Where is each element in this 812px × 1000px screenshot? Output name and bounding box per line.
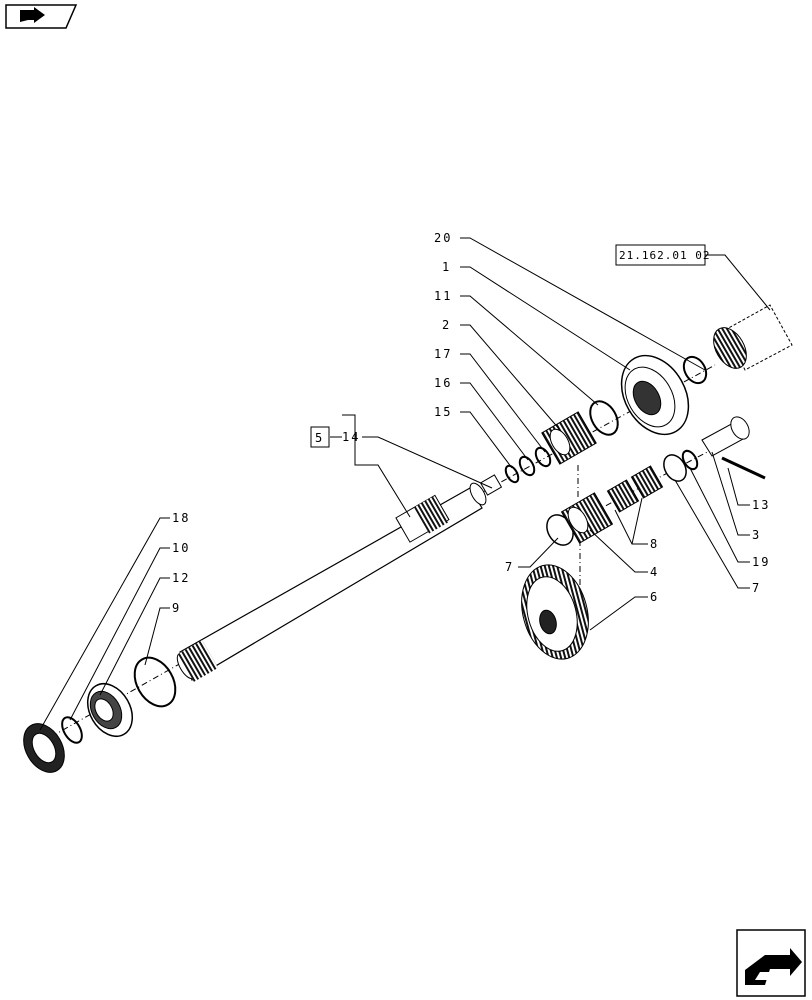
label-2: 2	[442, 318, 451, 332]
circlip-20	[682, 355, 708, 385]
synchronizer-1	[620, 354, 690, 436]
leader-6	[589, 596, 648, 631]
gear-6	[521, 564, 589, 660]
label-3: 3	[752, 528, 761, 542]
label-16: 16	[434, 376, 452, 390]
leader-17	[460, 353, 546, 453]
callout-box-5	[310, 426, 330, 448]
washer-17	[534, 446, 552, 468]
gear-4	[560, 492, 614, 544]
bolt-13	[721, 456, 766, 480]
label-11: 11	[434, 289, 452, 303]
leader-2	[460, 324, 561, 431]
thrust-washer-7b	[663, 454, 687, 482]
label-13: 13	[752, 498, 770, 512]
needle-bearing-8	[606, 465, 664, 513]
leader-5-bracket	[342, 414, 411, 518]
label-7b: 7	[752, 581, 761, 595]
leader-12	[99, 577, 170, 696]
leader-7a	[518, 537, 559, 568]
circlip-16	[518, 455, 536, 477]
leader-14	[362, 436, 493, 489]
spacer-15	[504, 464, 520, 484]
label-7a: 7	[505, 560, 514, 574]
leader-3	[711, 451, 750, 536]
leader-1	[460, 266, 631, 371]
leader-18	[39, 517, 170, 731]
leader-11	[460, 295, 599, 406]
main-shaft	[176, 474, 503, 682]
next-page-arrow-icon[interactable]	[736, 929, 806, 997]
label-9: 9	[172, 601, 181, 615]
label-17: 17	[434, 347, 452, 361]
label-19: 19	[752, 555, 770, 569]
spacer-19	[681, 449, 699, 471]
label-5: 5	[315, 431, 324, 445]
gear-2	[541, 411, 597, 465]
leader-ref	[705, 254, 771, 311]
book-arrow-icon[interactable]	[5, 4, 78, 29]
reference-label[interactable]: 21.162.01 02	[619, 249, 710, 262]
leader-7b	[674, 479, 750, 589]
leader-15	[460, 411, 513, 469]
leader-4	[589, 529, 648, 573]
label-18: 18	[172, 511, 190, 525]
coupling-sleeve	[713, 304, 793, 371]
leader-8a	[614, 509, 648, 545]
label-20: 20	[434, 231, 452, 245]
label-8: 8	[650, 537, 659, 551]
label-1: 1	[442, 260, 451, 274]
ring-9	[133, 656, 177, 708]
seal-18	[23, 723, 65, 773]
bearing-12	[86, 683, 134, 737]
leader-20	[460, 237, 706, 371]
label-4: 4	[650, 565, 659, 579]
leader-10	[69, 547, 170, 721]
leader-19	[689, 467, 750, 563]
pin-3	[701, 416, 750, 457]
label-6: 6	[650, 590, 659, 604]
label-12: 12	[172, 571, 190, 585]
circlip-10	[61, 716, 83, 744]
label-14: 14	[342, 430, 360, 444]
leader-8b	[631, 497, 643, 545]
leader-16	[460, 382, 529, 461]
leader-13	[727, 467, 750, 506]
label-10: 10	[172, 541, 190, 555]
reference-box[interactable]	[615, 244, 706, 266]
leader-9	[144, 607, 170, 666]
label-15: 15	[434, 405, 452, 419]
